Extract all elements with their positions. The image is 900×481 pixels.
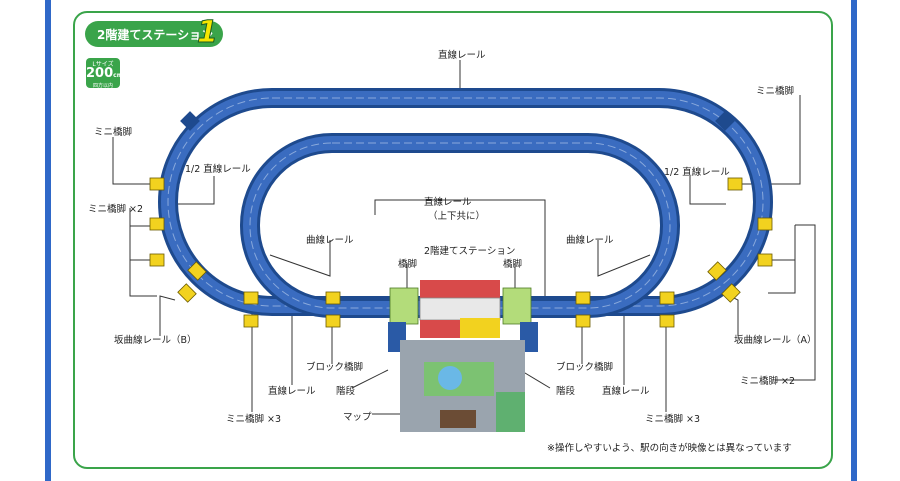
label-mini-pier-x2-l: ミニ橋脚 ×2 [88, 204, 144, 215]
label-slope-b: 坂曲線レール（B） [114, 335, 197, 346]
label-station: 2階建てステーション [424, 246, 516, 257]
track-joints [180, 111, 735, 131]
station-building [419, 280, 501, 338]
label-stairs-r: 階段 [556, 386, 576, 397]
label-mini-pier-tr: ミニ橋脚 [756, 86, 795, 97]
label-straight-bl: 直線レール [268, 386, 316, 397]
label-mini-pier-tl: ミニ橋脚 [94, 127, 133, 138]
mini-piers [149, 177, 773, 328]
label-stairs-l: 階段 [336, 386, 356, 397]
label-curve-r: 曲線レール [566, 235, 614, 246]
size-bottom: 四方以内 [92, 83, 113, 89]
label-half-straight-l: 1/2 直線レール [185, 164, 251, 175]
map-mat [388, 322, 538, 432]
label-block-pier-l: ブロック橋脚 [306, 362, 364, 373]
title-text: 2階建てステーション [97, 28, 214, 42]
label-mini-pier-x3-r: ミニ橋脚 ×3 [645, 414, 701, 425]
left-side-bar [45, 0, 51, 481]
label-map: マップ [343, 412, 372, 423]
right-side-bar [851, 0, 857, 481]
title-number: 1 [197, 15, 219, 51]
label-straight-br: 直線レール [602, 386, 650, 397]
size-value: 200cm [86, 66, 123, 81]
label-pier-r: 橋脚 [503, 259, 523, 270]
label-center-straight: 直線レール [424, 197, 472, 208]
label-mini-pier-x2-r: ミニ橋脚 ×2 [740, 376, 796, 387]
label-curve-l: 曲線レール [306, 235, 354, 246]
label-mini-pier-x3-l: ミニ橋脚 ×3 [226, 414, 282, 425]
label-center-straight-sub: （上下共に） [428, 211, 486, 222]
label-half-straight-r: 1/2 直線レール [664, 167, 730, 178]
label-pier-l: 橋脚 [398, 259, 418, 270]
size-top: Lサイズ [92, 61, 114, 68]
footnote: ※操作しやすいよう、駅の向きが映像とは異なっています [547, 443, 792, 454]
title-badge: 2階建てステーション 1 [85, 15, 223, 51]
label-slope-a: 坂曲線レール（A） [734, 335, 817, 346]
size-badge: Lサイズ 200cm 四方以内 [86, 58, 123, 89]
label-block-pier-r: ブロック橋脚 [556, 362, 614, 373]
label-top-straight: 直線レール [438, 50, 486, 61]
station-piers [389, 287, 532, 325]
